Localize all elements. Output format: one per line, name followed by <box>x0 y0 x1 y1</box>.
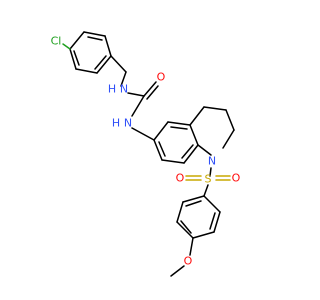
carbonyl-o-label: O <box>157 71 166 84</box>
quinoline-saturated-ring <box>189 106 235 156</box>
ring-n-label: N <box>208 155 216 168</box>
ch2-n-bond <box>120 71 127 87</box>
nh-lower-n-label: N <box>124 117 132 130</box>
nh-aryl-bond <box>131 127 155 141</box>
molecule-structure: Cl H N O H N N S O O O <box>51 31 241 277</box>
sulfur-label: S <box>205 173 212 186</box>
quinoline-aromatic-ring <box>153 121 199 164</box>
benzyl-bond <box>110 55 127 73</box>
o-methyl-bond <box>170 265 185 277</box>
cl-label: Cl <box>51 35 62 48</box>
sulfonyl-o-left-label: O <box>176 172 185 185</box>
s-aryl-bond <box>203 184 209 197</box>
methoxyphenyl-ring <box>176 195 221 239</box>
nh-upper-n-label: N <box>120 83 128 96</box>
urea-group <box>127 81 159 117</box>
nh-upper-h-label: H <box>108 83 116 96</box>
nh-lower-h-label: H <box>112 117 120 130</box>
cl-bond <box>62 43 71 50</box>
sulfonyl-o-right-label: O <box>232 172 241 185</box>
chlorophenyl-ring <box>69 31 112 74</box>
methoxy-o-label: O <box>184 255 193 268</box>
n-s-bond <box>209 167 212 177</box>
aryl-o-bond <box>189 237 194 256</box>
